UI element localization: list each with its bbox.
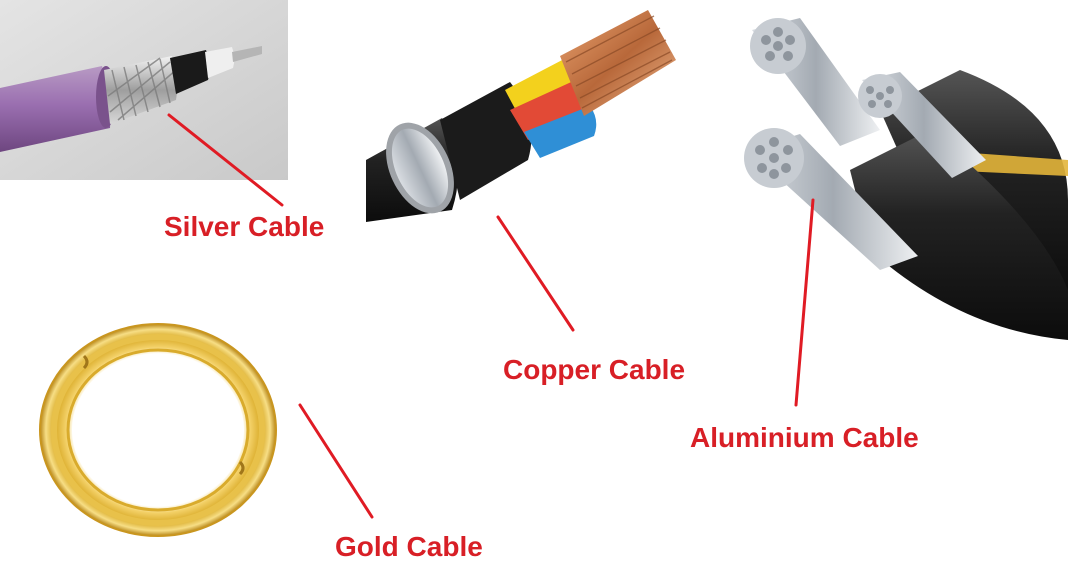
gold-wire-coil-photo: [39, 323, 277, 537]
gold-cable-label: Gold Cable: [335, 531, 483, 562]
gold-leader-line: [298, 403, 374, 519]
aluminium-cable-label: Aluminium Cable: [690, 422, 919, 453]
silver-cable-label: Silver Cable: [164, 211, 325, 242]
silver-leader-line: [167, 113, 284, 207]
copper-cable-label: Copper Cable: [503, 354, 686, 385]
copper-leader-line: [496, 215, 575, 332]
aluminium-cable-photo: [744, 18, 1068, 340]
silver-cable-photo: [0, 0, 288, 180]
copper-cable-photo: [366, 10, 676, 222]
aluminium-leader-line: [794, 198, 815, 407]
